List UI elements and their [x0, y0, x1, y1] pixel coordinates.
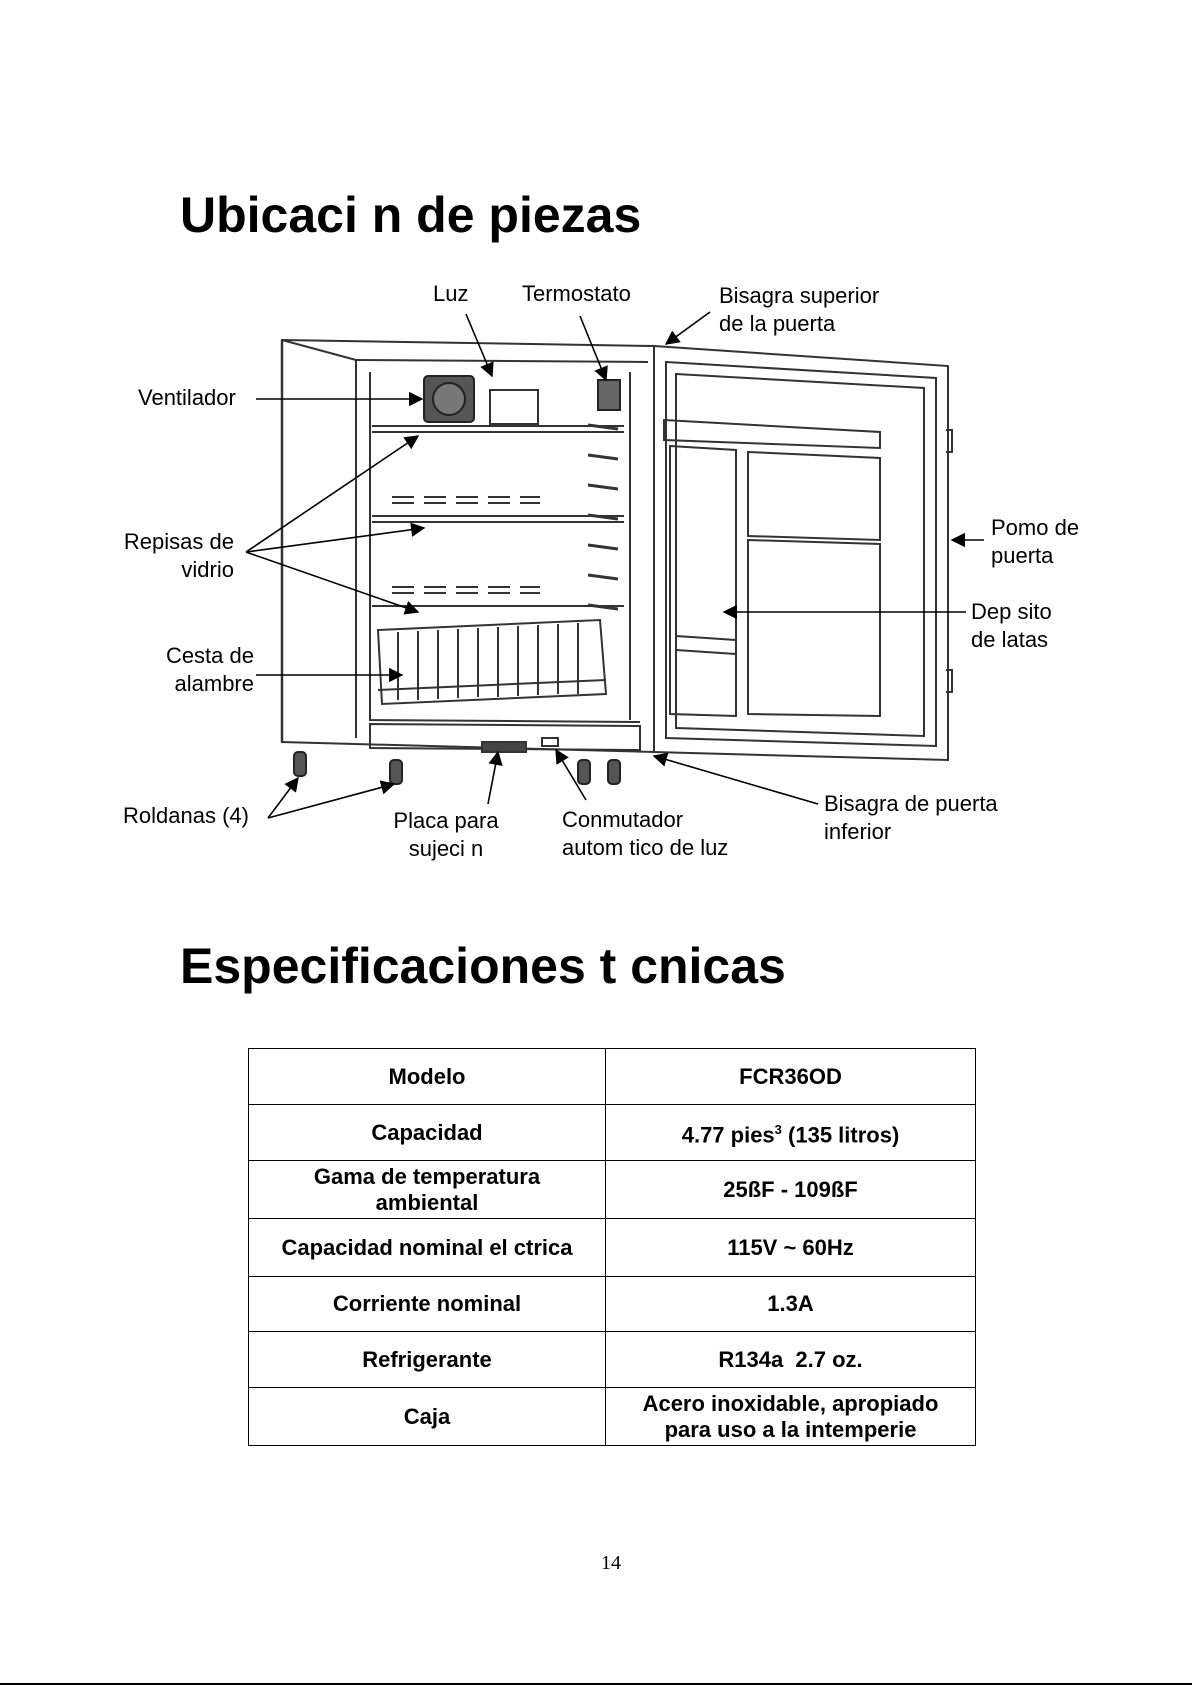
- refrigerator-diagram: [245, 311, 984, 819]
- arrow-repisa-1: [245, 435, 420, 553]
- label-luz: Luz: [433, 281, 469, 306]
- arrow-roldana-1: [267, 776, 299, 819]
- spec-key: Corriente nominal: [248, 1276, 606, 1332]
- arrow-repisa-2: [245, 522, 426, 553]
- bottom-rule: [0, 1683, 1192, 1685]
- spec-key: Refrigerante: [248, 1331, 606, 1388]
- label-roldanas: Roldanas (4): [123, 803, 249, 828]
- spec-value: 1.3A: [605, 1276, 976, 1332]
- section-title-specs: Especificaciones t cnicas: [180, 938, 786, 994]
- spec-key: Capacidad: [248, 1104, 606, 1161]
- spec-value: 115V ~ 60Hz: [605, 1218, 976, 1277]
- section-title-parts: Ubicaci n de piezas: [180, 187, 642, 243]
- door: [653, 344, 953, 762]
- spec-value: R134a 2.7 oz.: [605, 1331, 976, 1388]
- arrow-termostato: [579, 315, 608, 382]
- table-row: Modelo FCR36OD: [248, 1048, 976, 1105]
- table-row: Capacidad 4.77 pies3 (135 litros): [248, 1104, 976, 1161]
- arrow-roldana-2: [267, 780, 396, 819]
- table-row: Capacidad nominal el ctrica 115V ~ 60Hz: [248, 1218, 976, 1277]
- table-row: Refrigerante R134a 2.7 oz.: [248, 1331, 976, 1388]
- arrow-repisa-3: [245, 551, 420, 615]
- specs-table: Modelo FCR36OD Capacidad 4.77 pies3 (135…: [248, 1048, 976, 1446]
- arrow-placa: [487, 750, 503, 805]
- arrow-conmutador: [555, 748, 587, 801]
- arrow-bisagra-superior: [664, 311, 711, 345]
- label-ventilador: Ventilador: [138, 385, 236, 410]
- spec-key: Capacidad nominal el ctrica: [248, 1218, 606, 1277]
- spec-key: Modelo: [248, 1048, 606, 1105]
- leader-lines: [245, 311, 984, 819]
- arrow-bisagra-inferior: [652, 752, 819, 805]
- spec-value: 4.77 pies3 (135 litros): [605, 1104, 976, 1161]
- cabinet-body: [280, 338, 655, 785]
- page-number: 14: [601, 1552, 621, 1574]
- spec-value: FCR36OD: [605, 1048, 976, 1105]
- arrow-luz: [465, 313, 494, 378]
- label-termostato: Termostato: [522, 281, 631, 306]
- spec-value: 25ßF - 109ßF: [605, 1160, 976, 1219]
- table-row: Corriente nominal 1.3A: [248, 1276, 976, 1332]
- spec-key: Caja: [248, 1387, 606, 1446]
